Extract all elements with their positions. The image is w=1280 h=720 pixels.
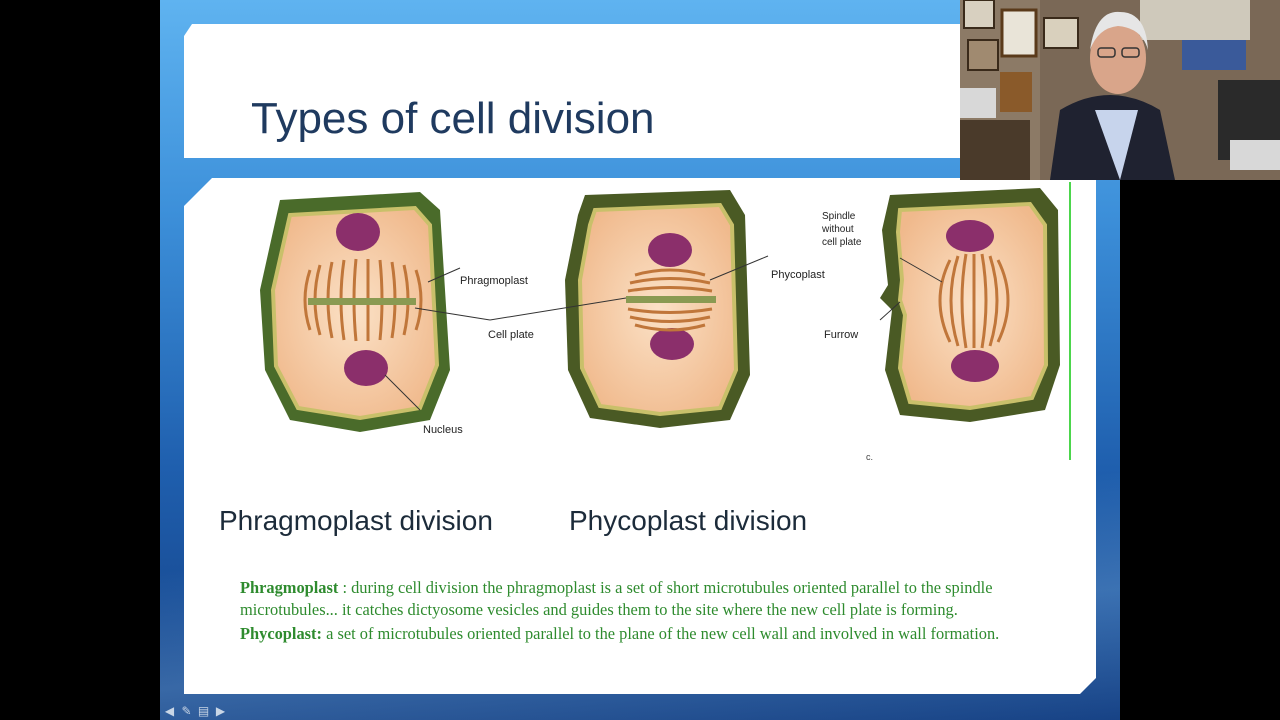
content-panel: Phragmoplast Cell plate Nucleus Phycopla… — [184, 178, 1096, 694]
menu-icon[interactable]: ▤ — [197, 704, 210, 718]
term-phycoplast: Phycoplast: — [240, 624, 322, 643]
label-spindle-3: cell plate — [822, 237, 862, 248]
arrow-left-icon[interactable]: ◀ — [164, 704, 175, 718]
description-phragmoplast: Phragmoplast : during cell division the … — [240, 577, 1050, 621]
title-panel: Types of cell division — [184, 24, 984, 158]
webcam-presenter-video — [960, 0, 1280, 180]
label-spindle-2: without — [821, 224, 854, 235]
cell-a-phragmoplast — [260, 192, 490, 432]
label-nucleus: Nucleus — [423, 424, 463, 436]
description-block: Phragmoplast : during cell division the … — [240, 577, 1050, 647]
phycoplast-fibers — [628, 270, 712, 330]
nucleus-icon — [648, 233, 692, 267]
label-phycoplast: Phycoplast — [771, 269, 825, 281]
slide-title: Types of cell division — [251, 94, 655, 143]
presenter-face — [1090, 22, 1146, 94]
cell-b-phycoplast — [490, 190, 768, 428]
cell-b-cytoplasm — [580, 205, 736, 414]
nucleus-icon — [336, 213, 380, 251]
definition-phragmoplast: : during cell division the phragmoplast … — [240, 578, 993, 619]
cell-division-diagram: Phragmoplast Cell plate Nucleus Phycopla… — [240, 170, 1072, 460]
pen-icon[interactable]: ✎ — [181, 704, 192, 718]
label-cell-plate: Cell plate — [488, 329, 534, 341]
cell-plate-icon — [308, 298, 416, 305]
nucleus-icon — [344, 350, 388, 386]
presenter-hair — [1090, 11, 1148, 50]
label-phragmoplast: Phragmoplast — [460, 275, 528, 287]
presenter-shirt — [1095, 110, 1138, 180]
slide-nav-controls: ◀ ✎ ▤ ▶ — [162, 703, 228, 719]
term-phragmoplast: Phragmoplast — [240, 578, 339, 597]
caption-phragmoplast-division: Phragmoplast division — [219, 505, 493, 536]
presenter-image — [960, 0, 1280, 180]
arrow-right-icon[interactable]: ▶ — [215, 704, 226, 718]
label-furrow: Furrow — [824, 329, 858, 341]
description-phycoplast: Phycoplast: a set of microtubules orient… — [240, 623, 1050, 645]
cell-plate-icon — [626, 296, 716, 303]
cell-c-spindle — [880, 188, 1060, 422]
caption-phycoplast-division: Phycoplast division — [569, 505, 808, 536]
definition-phycoplast: a set of microtubules oriented parallel … — [321, 624, 1000, 643]
label-spindle-1: Spindle — [822, 211, 856, 222]
nucleus-icon — [650, 328, 694, 360]
nucleus-icon — [946, 220, 994, 252]
spindle-fibers — [940, 254, 1008, 348]
label-panel-c: c. — [866, 452, 873, 460]
cell-c-cytoplasm — [898, 204, 1046, 408]
nucleus-icon — [951, 350, 999, 382]
